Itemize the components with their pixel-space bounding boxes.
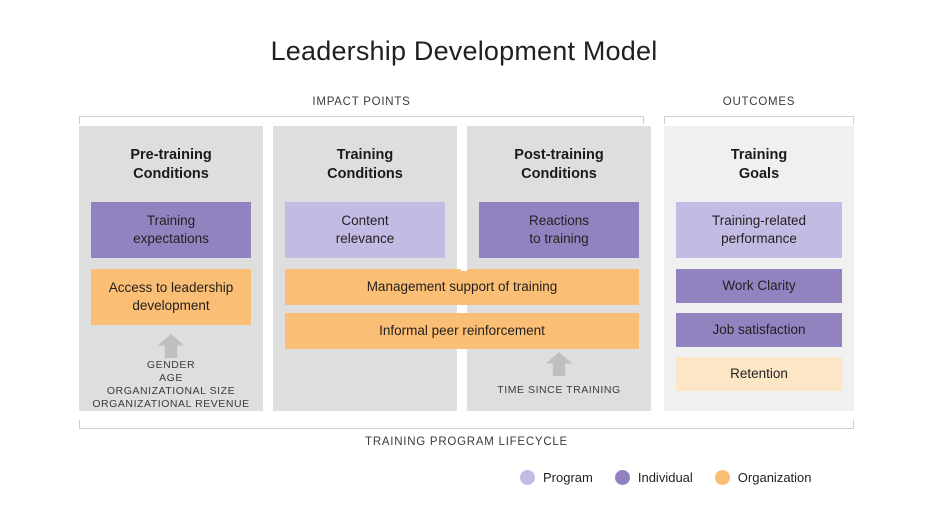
caption-pre-training-moderators: GENDER AGE ORGANIZATIONAL SIZE ORGANIZAT… <box>79 359 263 411</box>
box-retention[interactable]: Retention <box>676 357 842 391</box>
box-training-expectations[interactable]: Training expectations <box>91 202 251 258</box>
column-title-line1: Training <box>730 147 788 163</box>
bar-informal-peer-reinforcement[interactable]: Informal peer reinforcement <box>285 313 639 349</box>
column-title-line1: Post-training <box>514 147 604 163</box>
box-label-line1: Training <box>146 213 196 228</box>
caption-line-organizational-revenue: ORGANIZATIONAL REVENUE <box>92 398 250 410</box>
box-label-line2: to training <box>529 231 589 246</box>
bracket-impact-points <box>79 116 644 124</box>
panel-gap-notch-middle <box>461 305 467 313</box>
column-panel-training <box>273 126 457 411</box>
column-title-line2: Goals <box>738 166 780 182</box>
box-label-line1: Reactions <box>528 213 590 228</box>
group-label-outcomes: OUTCOMES <box>722 96 796 108</box>
page-title: Leadership Development Model <box>270 36 658 66</box>
box-label-line2: expectations <box>133 231 209 246</box>
group-label-impact-points: IMPACT POINTS <box>312 96 411 108</box>
column-title-line1: Pre-training <box>130 147 212 163</box>
box-label-line2: development <box>132 298 210 313</box>
bar-management-support-of-training[interactable]: Management support of training <box>285 269 639 305</box>
bracket-outcomes <box>664 116 854 124</box>
legend-swatch-program <box>520 470 535 485</box>
box-content-relevance[interactable]: Content relevance <box>285 202 445 258</box>
label-training-program-lifecycle: TRAINING PROGRAM LIFECYCLE <box>365 436 568 448</box>
legend-swatch-individual <box>614 470 630 485</box>
caption-line-age: AGE <box>159 372 183 384</box>
box-label-line1: Training-related <box>711 213 807 228</box>
legend-label-individual: Individual <box>637 470 693 485</box>
column-title-training-goals: Training Goals <box>664 146 854 184</box>
column-title-line2: Conditions <box>521 166 597 182</box>
column-title-training: Training Conditions <box>273 146 457 184</box>
box-work-clarity[interactable]: Work Clarity <box>676 269 842 303</box>
panel-gap-notch-top <box>461 265 467 271</box>
column-title-line1: Training <box>336 147 394 163</box>
column-title-post-training: Post-training Conditions <box>467 146 651 184</box>
box-label-line1: Content <box>341 213 389 228</box>
column-panel-pre-training <box>79 126 263 411</box>
legend-item-program[interactable]: Program <box>520 470 593 485</box>
box-access-to-leadership-development[interactable]: Access to leadership development <box>91 269 251 325</box>
box-training-related-performance[interactable]: Training-related performance <box>676 202 842 258</box>
legend-item-individual[interactable]: Individual <box>614 470 693 485</box>
column-title-pre-training: Pre-training Conditions <box>79 146 263 184</box>
box-label-line2: performance <box>721 231 797 246</box>
caption-line-gender: GENDER <box>146 359 196 371</box>
box-label-line1: Access to leadership <box>108 280 234 295</box>
bracket-training-program-lifecycle <box>79 420 854 429</box>
legend: Program Individual Organization <box>520 470 890 485</box>
caption-line-organizational-size: ORGANIZATIONAL SIZE <box>106 385 236 397</box>
legend-label-organization: Organization <box>737 470 812 485</box>
column-title-line2: Conditions <box>327 166 403 182</box>
box-reactions-to-training[interactable]: Reactions to training <box>479 202 639 258</box>
column-title-line2: Conditions <box>133 166 209 182</box>
legend-item-organization[interactable]: Organization <box>714 470 812 485</box>
box-label-line2: relevance <box>335 231 395 246</box>
panel-gap-notch-bottom <box>461 349 467 355</box>
caption-post-training-moderator: TIME SINCE TRAINING <box>497 384 621 396</box>
legend-label-program: Program <box>543 470 593 485</box>
box-job-satisfaction[interactable]: Job satisfaction <box>676 313 842 347</box>
legend-swatch-organization <box>714 470 730 485</box>
